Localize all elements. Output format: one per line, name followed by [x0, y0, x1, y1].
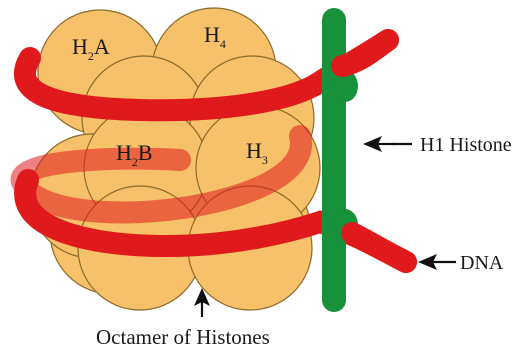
label-dna: DNA: [460, 252, 504, 274]
dna-exit-over-h1: [342, 40, 388, 66]
label-octamer-of-histones: Octamer of Histones: [96, 325, 270, 349]
label-h1-histone: H1 Histone: [420, 134, 512, 156]
dna-pointer: DNA: [418, 252, 504, 274]
dna-exit-tail: [352, 233, 406, 262]
h1-histone-pointer: H1 Histone: [363, 134, 512, 156]
